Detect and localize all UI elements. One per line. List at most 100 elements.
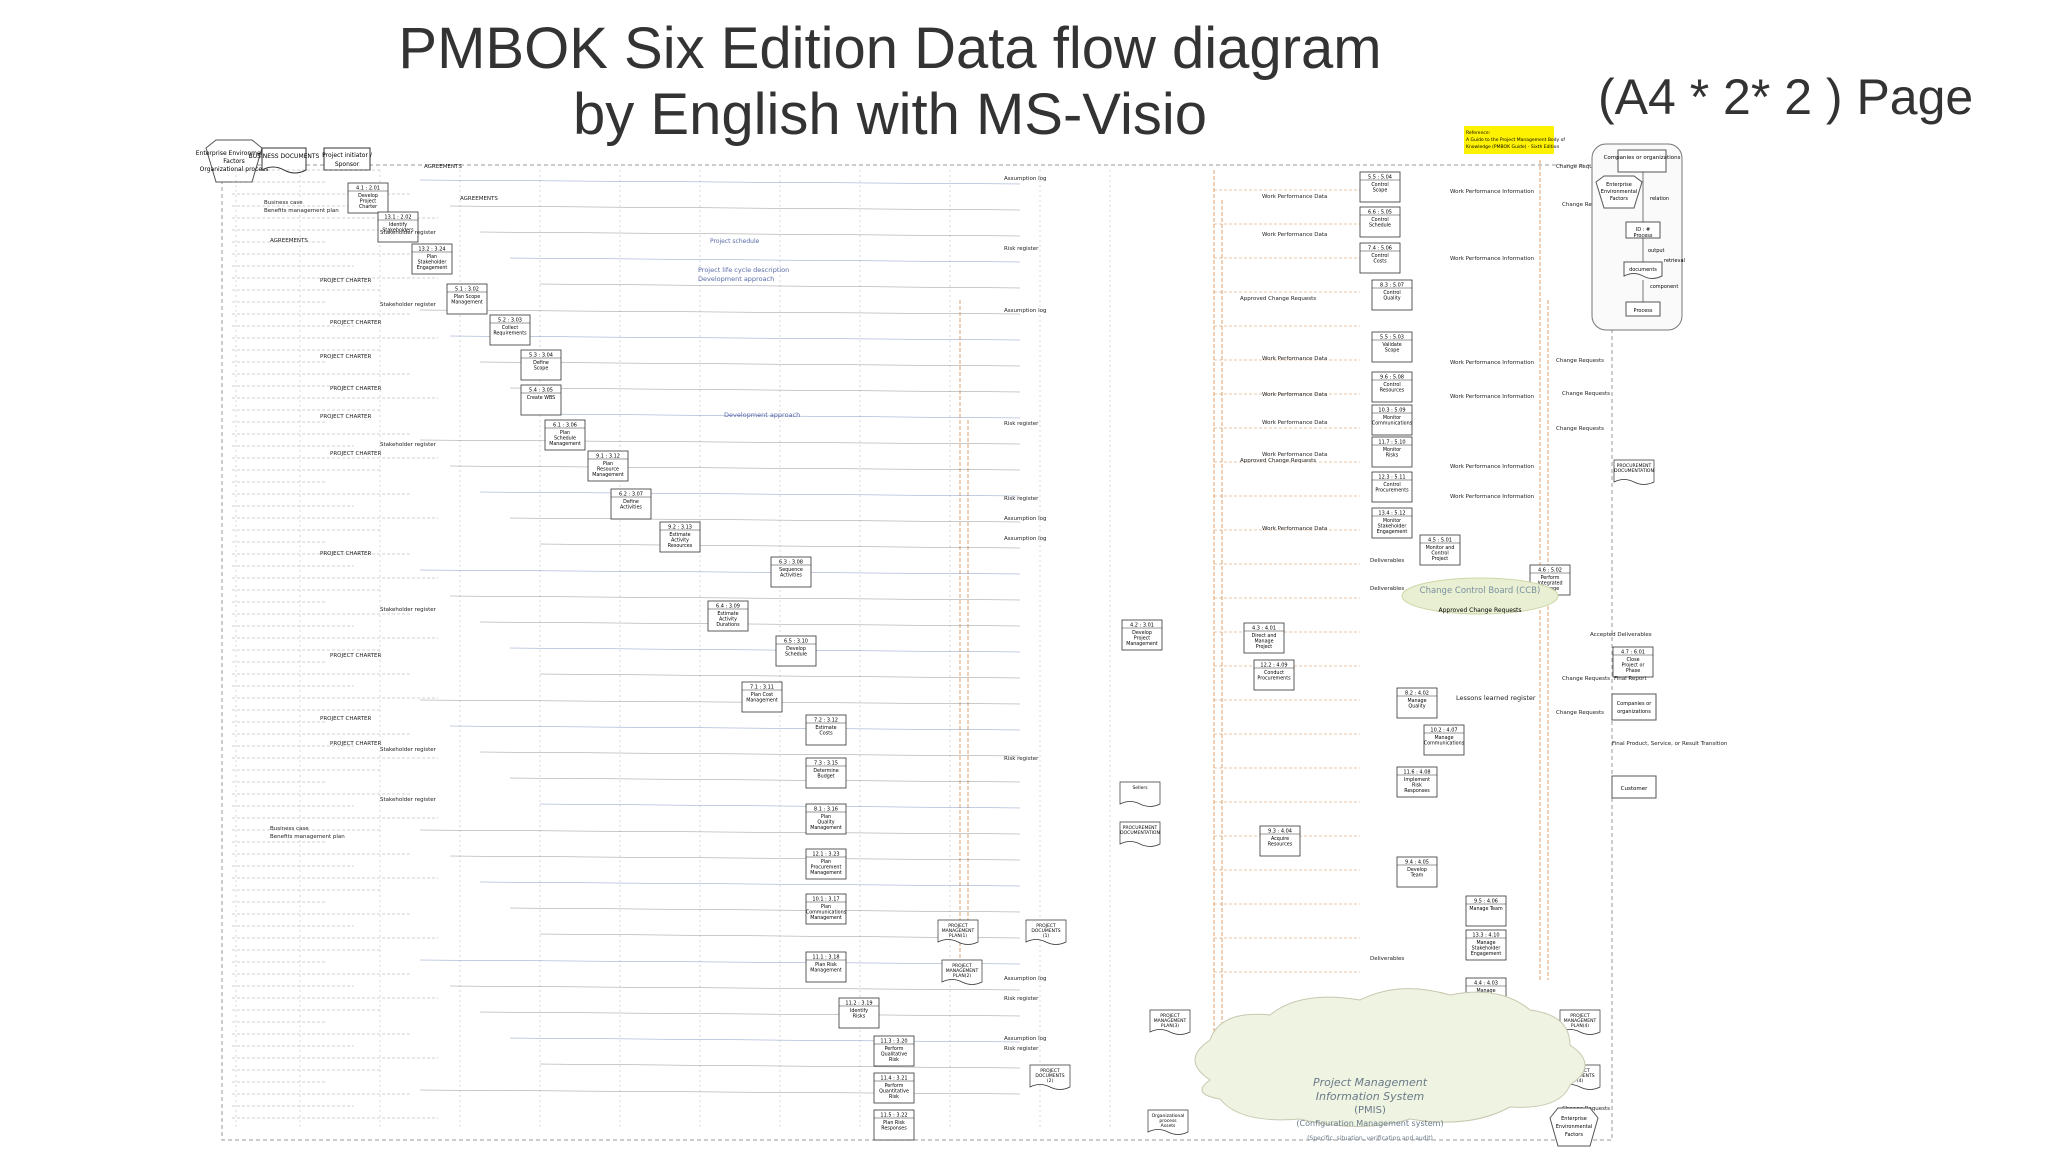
process-name: Risks bbox=[853, 1014, 866, 1020]
process-name: Engagement bbox=[1377, 529, 1408, 535]
process-id: 12.2 : 4.09 bbox=[1260, 663, 1287, 669]
process-name: Control bbox=[1371, 253, 1388, 259]
process-id: 9.2 : 3.13 bbox=[668, 525, 692, 531]
process-name: Project bbox=[360, 199, 377, 205]
label-project-charter: PROJECT CHARTER bbox=[330, 386, 382, 392]
process-name: Scope bbox=[534, 366, 549, 372]
process-name: Create WBS bbox=[527, 395, 555, 401]
pmis-title-5: (Specific, situation, verification and a… bbox=[1307, 1135, 1433, 1142]
legend-box: Companies or organizations Enterprise En… bbox=[1591, 143, 1685, 331]
label-lessons-learned: Lessons learned register bbox=[1456, 694, 1536, 702]
label-approved-cr: Approved Change Requests bbox=[1240, 296, 1316, 302]
store-label: PROJECT bbox=[1160, 1013, 1180, 1019]
project-initiator-store: Project initiator / Sponsor bbox=[322, 147, 373, 171]
label-assumption-log: Assumption log bbox=[1004, 176, 1047, 182]
process-id: 11.2 : 3.19 bbox=[845, 1001, 872, 1007]
process-name: Quality bbox=[1383, 296, 1400, 302]
process-name: Plan Risk bbox=[883, 1120, 905, 1126]
svg-text:Project initiator /: Project initiator / bbox=[322, 152, 373, 159]
change-control-board: Change Control Board (CCB) Approved Chan… bbox=[1401, 577, 1559, 615]
eef-store-top: Enterprise Environmental Factors Organiz… bbox=[196, 139, 273, 183]
svg-text:BUSINESS DOCUMENTS: BUSINESS DOCUMENTS bbox=[249, 153, 320, 160]
process-id: 4.4 : 4.03 bbox=[1474, 981, 1498, 987]
label-deliverables: Deliverables bbox=[1370, 558, 1404, 564]
svg-text:Factors: Factors bbox=[1610, 196, 1628, 202]
store-label: DOCUMENTS bbox=[1035, 1073, 1064, 1079]
process-name: Plan bbox=[427, 254, 437, 260]
process-id: 8.1 : 3.16 bbox=[814, 807, 838, 813]
pmis-title-2: Information System bbox=[1316, 1090, 1424, 1103]
store-label: PROCUREMENT bbox=[1123, 825, 1158, 831]
process-name: Charter bbox=[359, 204, 377, 210]
process-name: Qualitative bbox=[881, 1052, 907, 1058]
process-name: Management bbox=[810, 915, 842, 921]
label-risk-register: Risk register bbox=[1004, 246, 1039, 252]
process-name: Quality bbox=[817, 820, 834, 826]
svg-text:Factors: Factors bbox=[1565, 1132, 1583, 1138]
process-name: Schedule bbox=[785, 652, 807, 658]
process-name: Costs bbox=[819, 731, 833, 737]
label-final-product: Final Product, Service, or Result Transi… bbox=[1612, 741, 1728, 747]
process-id: 9.5 : 4.06 bbox=[1474, 899, 1498, 905]
process-name: Management bbox=[810, 968, 842, 974]
legend-component: component bbox=[1650, 284, 1678, 290]
process-name: Requirements bbox=[493, 331, 527, 337]
process-id: 9.4 : 4.05 bbox=[1405, 860, 1429, 866]
process-name: Manage bbox=[1254, 639, 1273, 645]
process-name: Risks bbox=[1386, 453, 1399, 459]
diagram-subtitle: by English with MS-Visio bbox=[573, 82, 1207, 147]
label-work-performance-info: Work Performance Information bbox=[1450, 189, 1535, 195]
label-stakeholder-register: Stakeholder register bbox=[380, 797, 437, 803]
legend-output: output bbox=[1648, 248, 1665, 254]
label-lifecycle: Project life cycle description bbox=[698, 266, 789, 274]
process-name: Plan bbox=[821, 814, 831, 820]
process-id: 4.3 : 4.01 bbox=[1252, 626, 1276, 632]
label-stakeholder-register: Stakeholder register bbox=[380, 302, 437, 308]
process-name: Close bbox=[1626, 657, 1639, 663]
store-label: Organizational bbox=[1152, 1113, 1185, 1119]
label-stakeholder-register: Stakeholder register bbox=[380, 607, 437, 613]
label-project-charter: PROJECT CHARTER bbox=[320, 551, 372, 557]
process-name: Management bbox=[1126, 641, 1158, 647]
process-name: Manage bbox=[1407, 698, 1426, 704]
process-name: Define bbox=[533, 360, 549, 366]
process-name: Project bbox=[1432, 556, 1449, 562]
label-business-case: Business case bbox=[264, 200, 303, 206]
label-work-performance-info: Work Performance Information bbox=[1450, 464, 1535, 470]
svg-text:Environmental: Environmental bbox=[1556, 1124, 1592, 1130]
process-name: Monitor bbox=[1383, 447, 1401, 453]
store-label: Sellers bbox=[1132, 785, 1148, 791]
process-name: Engagement bbox=[1471, 951, 1502, 957]
store-label: PROCUREMENT bbox=[1617, 463, 1652, 469]
process-name: Control bbox=[1383, 290, 1400, 296]
process-name: Plan Scope bbox=[454, 294, 480, 300]
store-label: MANAGEMENT bbox=[946, 968, 979, 974]
process-id: 5.5 : 5.03 bbox=[1380, 335, 1404, 341]
process-name: Resources bbox=[1268, 842, 1293, 848]
process-name: Schedule bbox=[554, 436, 576, 442]
svg-text:Enterprise: Enterprise bbox=[1606, 182, 1632, 188]
process-id: 4.7 : 6.01 bbox=[1621, 650, 1645, 656]
label-assumption-log: Assumption log bbox=[1004, 536, 1047, 542]
process-name: Plan bbox=[560, 430, 570, 436]
legend-process-label: Process bbox=[1634, 233, 1653, 239]
label-work-performance-data: Work Performance Data bbox=[1262, 526, 1327, 532]
process-name: Project bbox=[1134, 636, 1151, 642]
label-project-charter: PROJECT CHARTER bbox=[330, 320, 382, 326]
process-name: Estimate bbox=[717, 611, 738, 617]
store-label: PLAN(1) bbox=[949, 933, 967, 939]
